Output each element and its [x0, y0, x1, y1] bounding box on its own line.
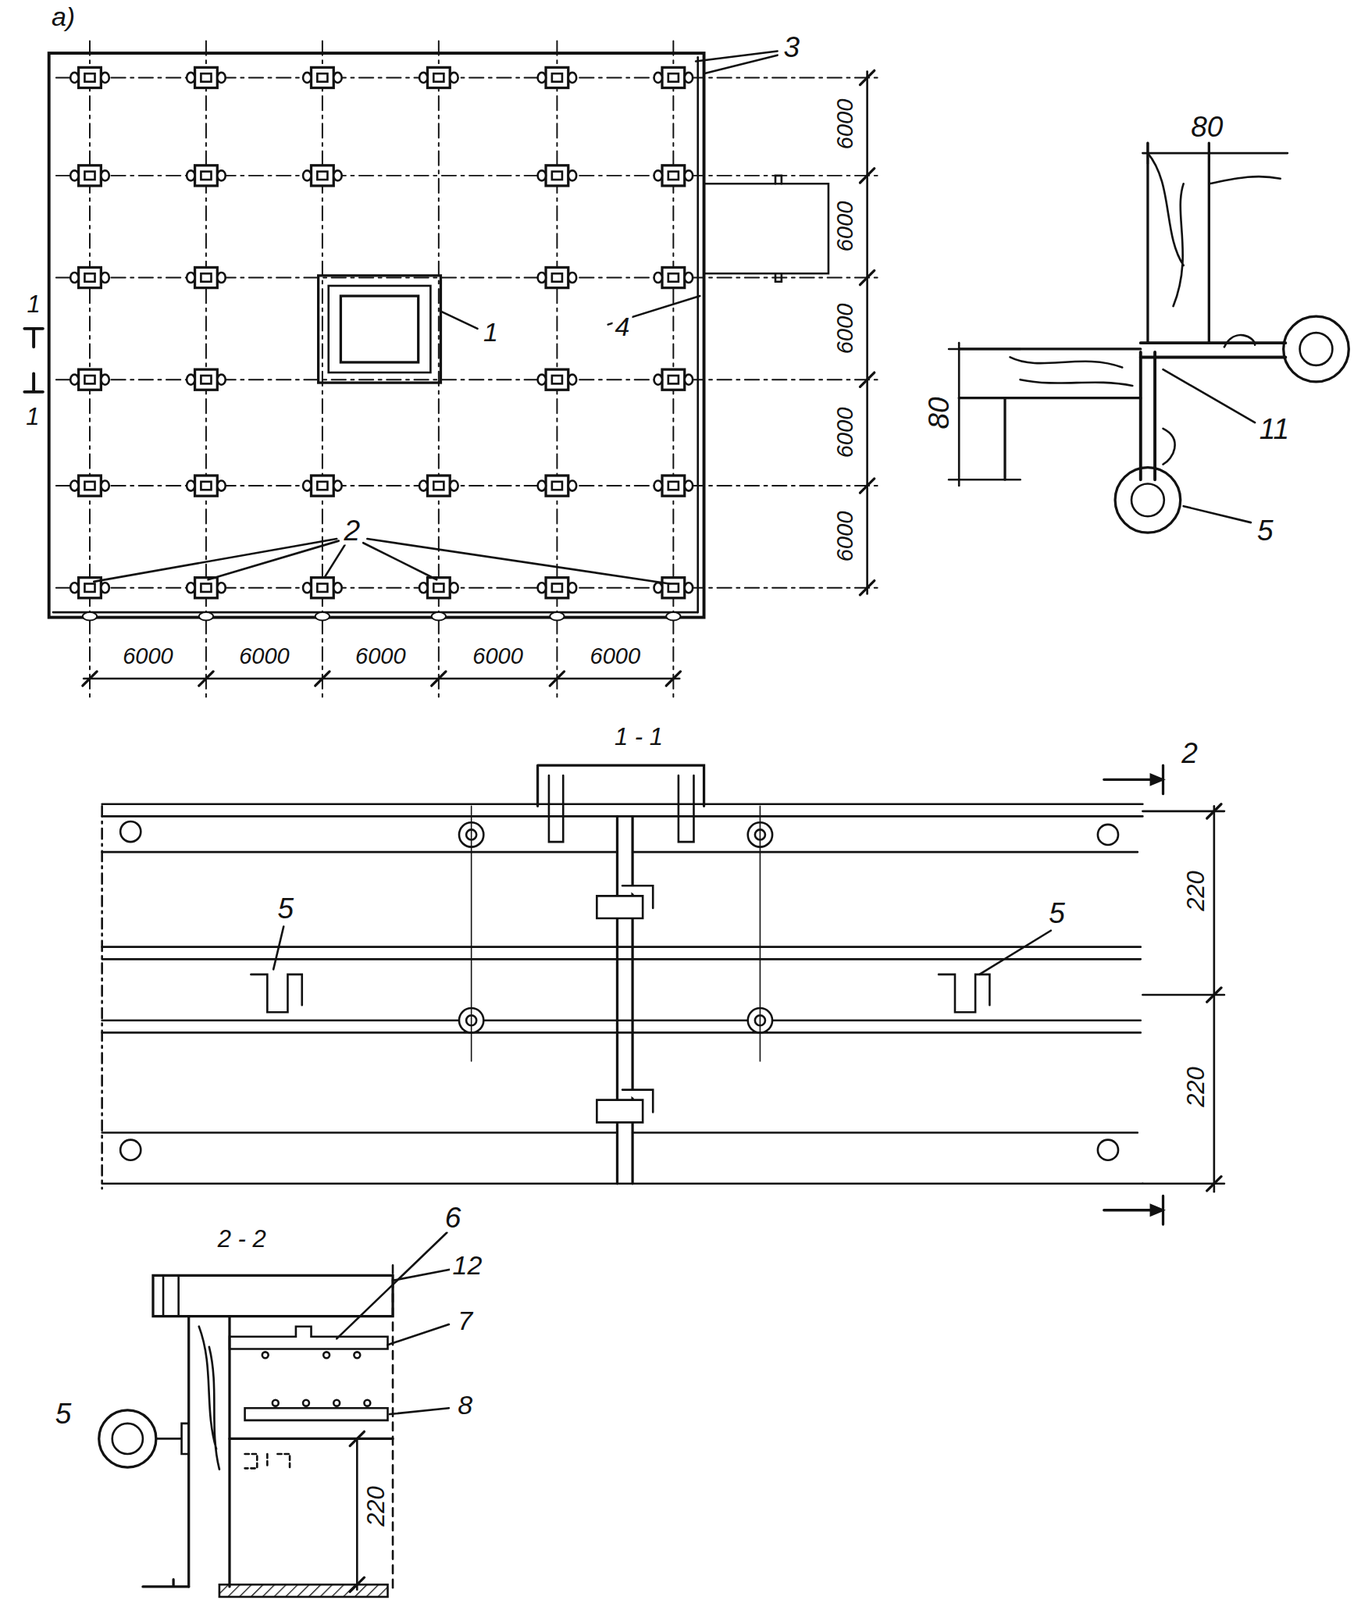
dimension: 80	[924, 395, 954, 432]
callout-number: 12	[449, 1251, 485, 1279]
dimension: 6000	[833, 300, 856, 357]
callout-number: 11	[1257, 413, 1292, 443]
dimension: 6000	[352, 644, 409, 668]
section-2-2	[99, 1232, 452, 1597]
dimension: 6000	[833, 405, 856, 461]
dimension: 220	[1183, 868, 1208, 914]
callout-number: 5	[1254, 516, 1276, 546]
dimension: 6000	[236, 644, 293, 668]
dimension: 6000	[587, 644, 644, 668]
section-mark: 1	[23, 404, 42, 429]
joint-detail	[948, 142, 1349, 533]
section-1-1	[102, 765, 1225, 1225]
section-title: 2 - 2	[215, 1226, 269, 1251]
dimension: 6000	[833, 199, 856, 255]
dimension: 220	[363, 1483, 388, 1529]
section-mark: 1	[24, 292, 43, 317]
dimension: 6000	[120, 644, 176, 668]
dimension: 6000	[470, 644, 526, 668]
plan-view	[24, 40, 883, 699]
callout-number: 3	[781, 32, 803, 62]
callout-number: 5	[275, 893, 297, 923]
callout-number: 4	[612, 313, 633, 340]
section-title: 1 - 1	[612, 724, 666, 749]
section-mark: 2	[1179, 738, 1201, 768]
dimension: 6000	[833, 96, 856, 153]
callout-number: 8	[455, 1391, 475, 1419]
callout-number: 7	[455, 1307, 475, 1334]
dimension: 6000	[833, 509, 856, 565]
callout-number: 2	[341, 516, 363, 546]
callout-number: 5	[1046, 898, 1068, 928]
callout-number: 6	[442, 1202, 464, 1232]
view-label: а)	[49, 3, 78, 30]
callout-number: 1	[480, 318, 501, 346]
dimension: 80	[1188, 112, 1226, 142]
callout-number: 5	[53, 1398, 75, 1428]
dimension: 220	[1183, 1064, 1208, 1110]
